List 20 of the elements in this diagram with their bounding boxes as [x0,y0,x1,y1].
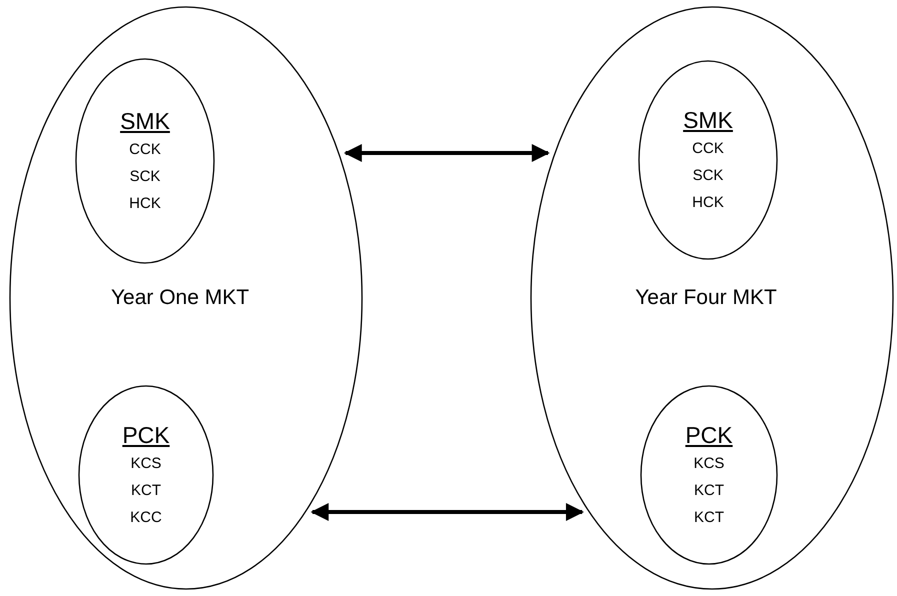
heading-text: PCK [685,420,733,450]
item-label: KCT [694,480,724,500]
group-label: Year Four MKT [635,286,777,310]
item-label: KCT [694,508,724,528]
item-label: SCK [130,166,160,186]
item-label: KCS [694,454,724,474]
heading-text: SMK [120,106,170,136]
item-label: HCK [129,194,161,214]
item-label: CCK [129,140,161,160]
double-arrow [310,503,584,521]
item-label: KCS [130,454,162,474]
item-label: HCK [692,192,724,212]
double-arrow [344,144,550,162]
item-label: KCT [131,480,161,500]
heading-text: SMK [683,106,733,134]
heading-text: PCK [122,420,170,450]
item-label: KCC [130,508,162,528]
group-label: Year One MKT [110,286,250,310]
item-label: CCK [692,138,724,158]
item-label: SCK [692,166,724,186]
